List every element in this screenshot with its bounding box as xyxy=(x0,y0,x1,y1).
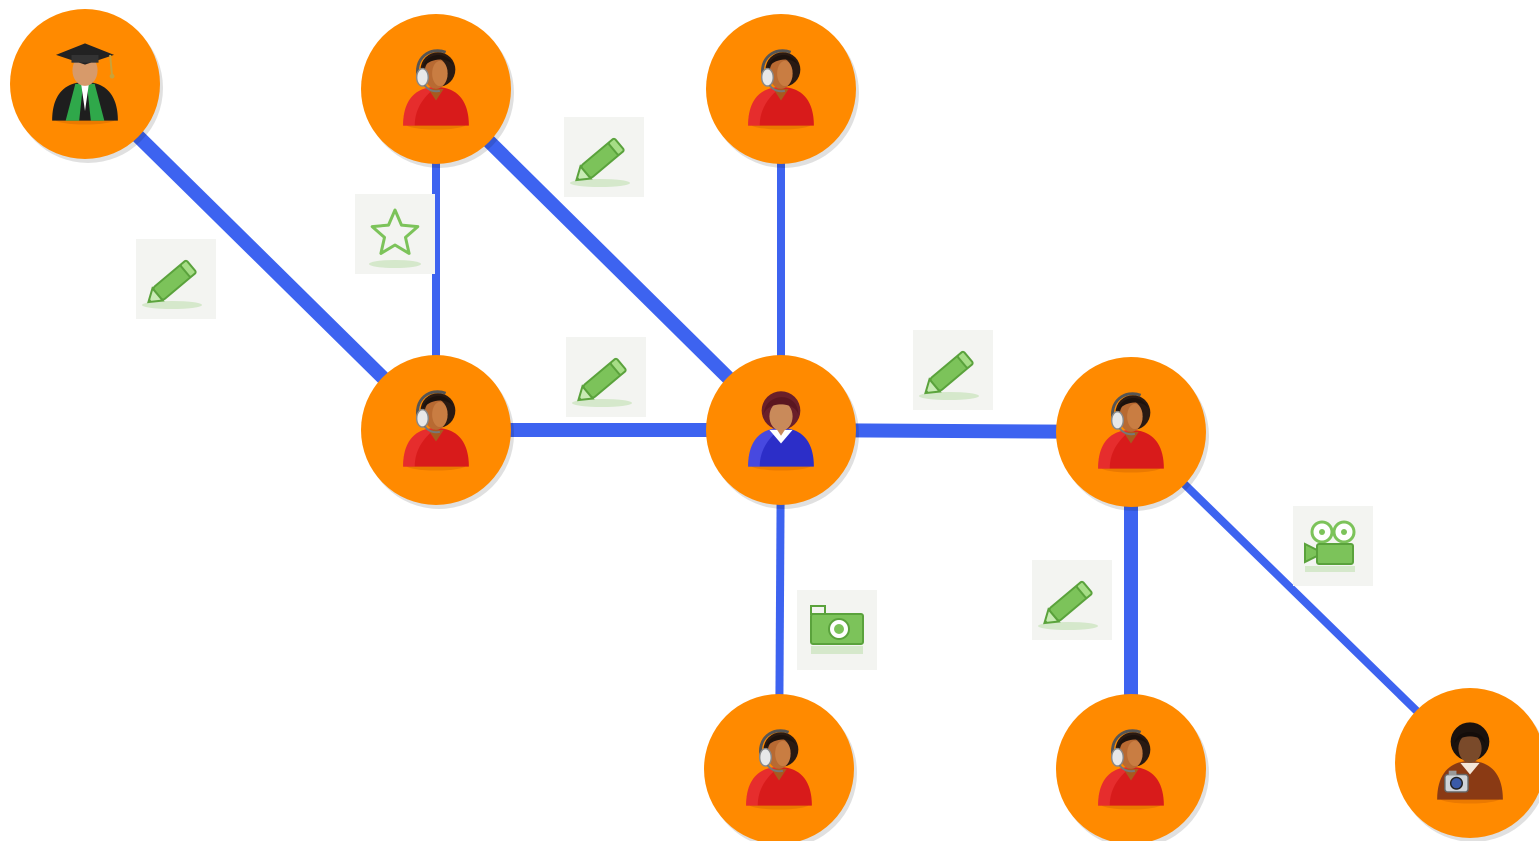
film-camera-icon-glyph xyxy=(1304,520,1356,572)
film-camera-icon[interactable] xyxy=(1293,506,1373,586)
node-headset-top-right[interactable] xyxy=(706,14,859,168)
pencil-icon-glyph xyxy=(572,357,632,407)
edge-graduate-to-headset-left xyxy=(80,79,441,435)
camera-icon-glyph xyxy=(810,605,864,654)
node-photographer[interactable] xyxy=(1395,688,1539,841)
star-icon-glyph xyxy=(369,208,421,268)
node-headset-left[interactable] xyxy=(361,355,514,509)
node-center[interactable] xyxy=(706,355,859,509)
edge-headset-top-to-center xyxy=(431,84,786,435)
edge-headset-right-to-photographer xyxy=(1128,429,1473,766)
pencil-icon[interactable] xyxy=(564,117,644,197)
pencil-icon-glyph xyxy=(1038,580,1098,630)
node-headset-bottom-right[interactable] xyxy=(1056,694,1209,841)
nodes-layer xyxy=(10,9,1539,841)
node-headset-bottom-mid[interactable] xyxy=(704,694,857,841)
pencil-icon-glyph xyxy=(919,350,979,400)
edge-icons-layer xyxy=(136,117,1373,670)
node-headset-right[interactable] xyxy=(1056,357,1209,511)
pencil-icon[interactable] xyxy=(566,337,646,417)
pencil-icon[interactable] xyxy=(1032,560,1112,640)
node-headset-top[interactable] xyxy=(361,14,514,168)
pencil-icon[interactable] xyxy=(136,239,216,319)
pencil-icon-glyph xyxy=(142,259,202,309)
pencil-icon[interactable] xyxy=(913,330,993,410)
node-graduate[interactable] xyxy=(10,9,163,163)
pencil-icon-glyph xyxy=(570,137,630,187)
edge-icon-background xyxy=(355,194,435,274)
star-icon[interactable] xyxy=(355,194,435,274)
camera-icon[interactable] xyxy=(797,590,877,670)
